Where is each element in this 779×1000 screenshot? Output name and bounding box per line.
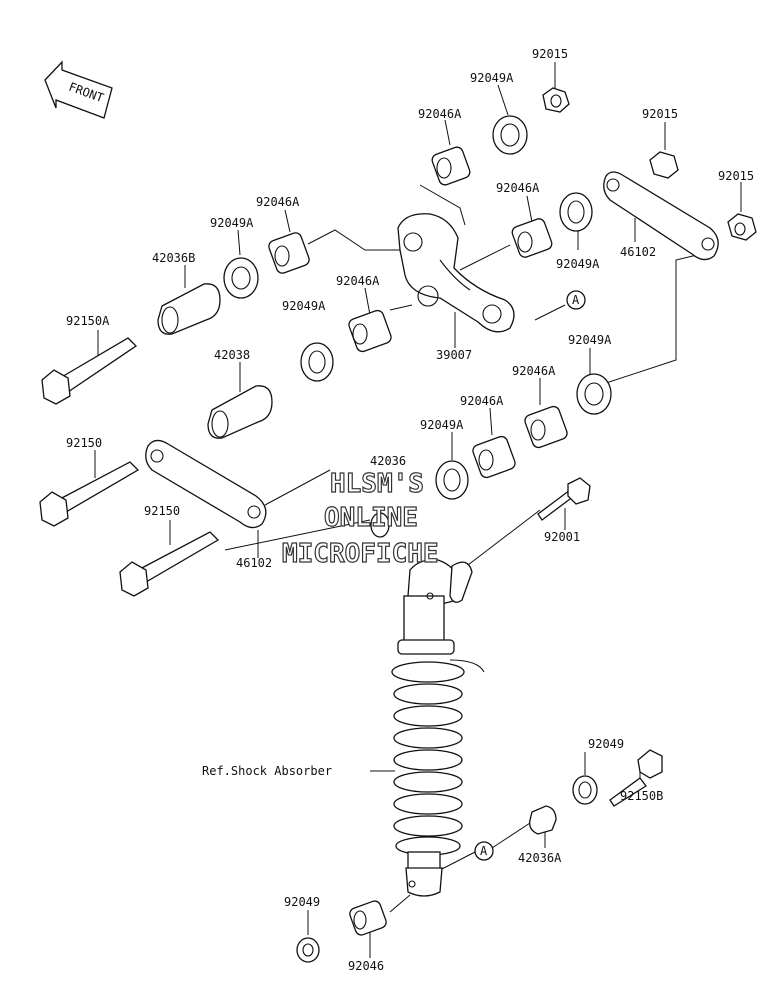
label-ref-shock-absorber: Ref.Shock Absorber bbox=[202, 764, 332, 778]
label-42036B: 42036B bbox=[152, 251, 195, 265]
oil-seal-92049A-right bbox=[559, 192, 593, 232]
oil-seal-92049-bottom-left bbox=[296, 937, 320, 963]
label-92049: 92049 bbox=[588, 737, 624, 751]
leader-lines bbox=[94, 62, 742, 958]
needle-bearing-92046A-right bbox=[511, 218, 553, 258]
label-39007: 39007 bbox=[436, 348, 472, 362]
tie-rod-46102-lower bbox=[145, 439, 267, 529]
label-92049A: 92049A bbox=[470, 71, 514, 85]
sleeve-42038 bbox=[207, 385, 273, 439]
sleeve-42036 bbox=[370, 512, 390, 538]
label-92046: 92046 bbox=[348, 959, 384, 973]
label-92046A: 92046A bbox=[418, 107, 462, 121]
watermark-line2: ONLINE bbox=[324, 503, 418, 533]
label-92150: 92150 bbox=[66, 436, 102, 450]
oil-seal-92049A-mid bbox=[300, 342, 334, 382]
label-92001: 92001 bbox=[544, 530, 580, 544]
label-92015: 92015 bbox=[718, 169, 754, 183]
watermark: HLSM'S ONLINE MICROFICHE bbox=[281, 468, 439, 569]
needle-bearing-92046-bottom bbox=[349, 900, 387, 936]
needle-bearing-92046A-lower bbox=[472, 435, 516, 479]
label-92046A: 92046A bbox=[336, 274, 380, 288]
collar-nut-92015-right bbox=[649, 151, 679, 179]
sleeve-42036B bbox=[157, 283, 221, 335]
label-92049A: 92049A bbox=[420, 418, 464, 432]
label-92015: 92015 bbox=[642, 107, 678, 121]
oil-seal-92049A-lower-right bbox=[576, 373, 612, 415]
label-92150B: 92150B bbox=[620, 789, 663, 803]
oil-seal-92049-bottom-right bbox=[572, 775, 598, 805]
oil-seal-92049A-left bbox=[223, 257, 259, 299]
needle-bearing-92046A-mid bbox=[348, 309, 392, 353]
bolt-92150B bbox=[609, 749, 663, 807]
label-92046A: 92046A bbox=[460, 394, 504, 408]
label-42038: 42038 bbox=[214, 348, 250, 362]
label-42036A: 42036A bbox=[518, 851, 562, 865]
bolt-92001 bbox=[537, 477, 591, 521]
label-46102: 46102 bbox=[236, 556, 272, 570]
shock-absorber-drawing bbox=[391, 559, 485, 897]
label-92049: 92049 bbox=[284, 895, 320, 909]
watermark-line1: HLSM'S bbox=[330, 469, 424, 499]
label-92046A: 92046A bbox=[512, 364, 556, 378]
label-42036: 42036 bbox=[370, 454, 406, 468]
collar-nut-92015-far-right bbox=[727, 213, 757, 241]
label-92150: 92150 bbox=[144, 504, 180, 518]
bolt-92150-lower bbox=[119, 531, 220, 597]
label-92015: 92015 bbox=[532, 47, 568, 61]
tie-rod-46102-upper bbox=[603, 171, 719, 261]
needle-bearing-92046A-lower-right bbox=[524, 405, 568, 449]
part-labels: 92015 92049A 92015 92046A 92015 92046A 9… bbox=[66, 47, 754, 973]
rocker-arm-39007 bbox=[397, 213, 515, 333]
sleeve-42036A bbox=[529, 805, 557, 835]
callout-a-lower-letter: A bbox=[480, 844, 488, 858]
front-arrow-icon: FRONT bbox=[44, 60, 113, 119]
needle-bearing-92046A-top bbox=[431, 146, 471, 186]
collar-nut-92015-top bbox=[542, 87, 570, 113]
needle-bearing-92046A-left bbox=[268, 232, 310, 274]
label-92046A: 92046A bbox=[496, 181, 540, 195]
label-46102: 46102 bbox=[620, 245, 656, 259]
callout-a-upper: A bbox=[566, 290, 586, 310]
label-92049A: 92049A bbox=[210, 216, 254, 230]
oil-seal-92049A-top bbox=[492, 115, 528, 155]
callout-a-lower: A bbox=[474, 841, 494, 861]
callout-a-upper-letter: A bbox=[572, 293, 580, 307]
label-92150A: 92150A bbox=[66, 314, 110, 328]
bolt-92150A bbox=[41, 337, 138, 405]
label-92046A: 92046A bbox=[256, 195, 300, 209]
label-92049A: 92049A bbox=[282, 299, 326, 313]
bolt-92150-upper bbox=[39, 461, 140, 527]
label-92049A: 92049A bbox=[556, 257, 600, 271]
oil-seal-92049A-lower bbox=[435, 460, 469, 500]
watermark-line3: MICROFICHE bbox=[282, 539, 439, 569]
label-92049A: 92049A bbox=[568, 333, 612, 347]
